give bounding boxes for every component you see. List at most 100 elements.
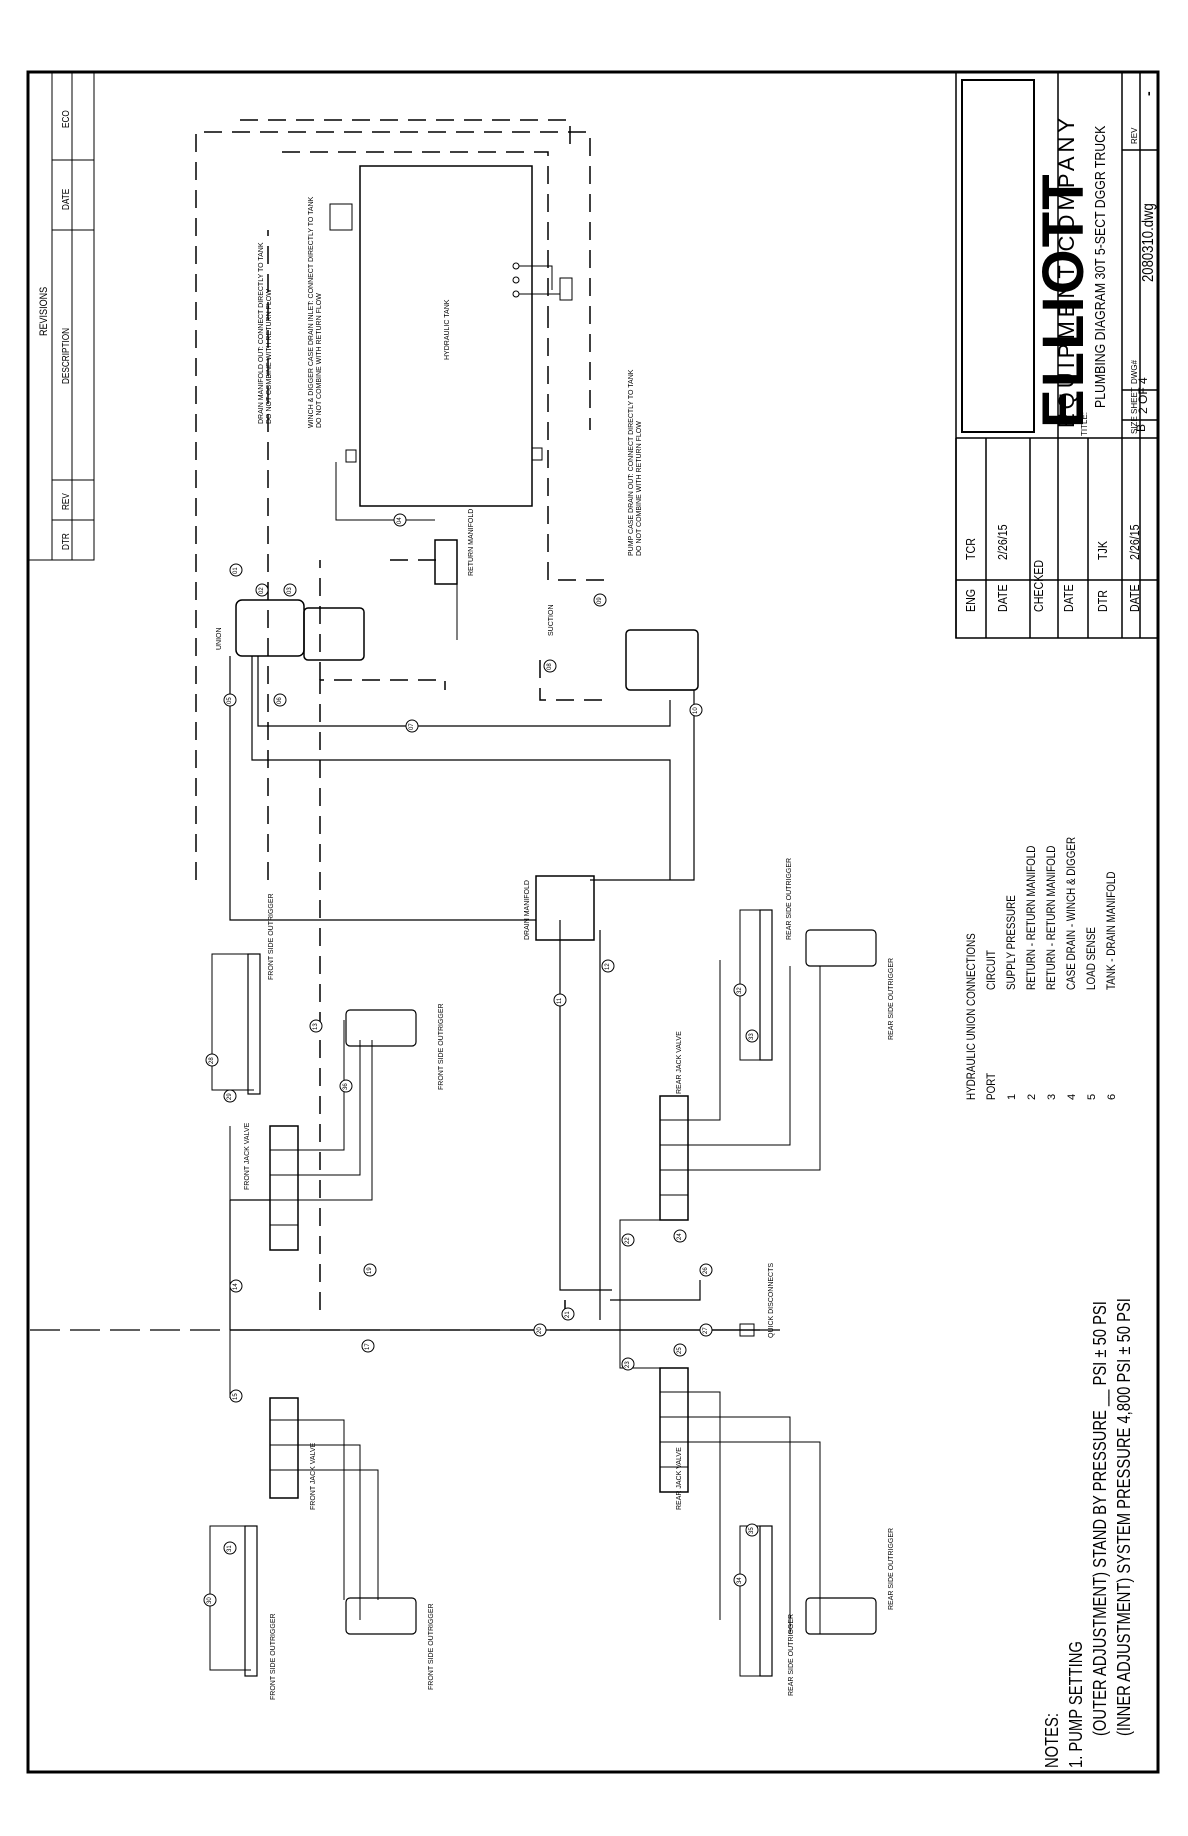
eng-date-value-text: 2/26/15: [995, 524, 1010, 560]
connection-port-text: 1: [1006, 1093, 1018, 1100]
hydraulic-pump: [625, 629, 699, 691]
eng-value-text: TCR: [963, 538, 978, 560]
hose-number: 33: [749, 1033, 755, 1040]
hose-number: 08: [547, 663, 553, 670]
checked-label: CHECKED: [1030, 548, 1048, 612]
dwg-label-text: DWG#: [1130, 360, 1139, 384]
front-outrigger-label-upper: FRONT SIDE OUTRIGGER: [260, 893, 278, 980]
dwg-label: DWG#: [1124, 360, 1142, 384]
connection-row-5-port: 5: [1082, 1094, 1100, 1100]
notes-line-2: (OUTER ADJUSTMENT) STAND BY PRESSURE __ …: [1090, 1206, 1111, 1736]
connections-circuit-header-text: CIRCUIT: [984, 950, 998, 990]
notes-title: NOTES:: [1042, 1701, 1063, 1768]
front-outrigger-label-lower: FRONT SIDE OUTRIGGER: [420, 1603, 438, 1690]
connection-row-3-circuit: RETURN - RETURN MANIFOLD: [1042, 814, 1060, 990]
rev-col-dtr-text: DTR: [61, 533, 72, 550]
rev-col-description: DESCRIPTION: [56, 316, 74, 384]
rear-outrigger-label-text: REAR SIDE OUTRIGGER: [888, 957, 895, 1040]
connection-circuit-text: LOAD SENSE: [1084, 927, 1098, 990]
winch-note-2: DO NOT COMBINE WITH RETURN FLOW: [308, 293, 326, 428]
rear-jack-valve-lower: [659, 1367, 689, 1493]
quick-disconnect: [739, 1323, 755, 1337]
connection-circuit-text: RETURN - RETURN MANIFOLD: [1044, 845, 1058, 990]
front-jack-valve-label-upper: FRONT JACK VALVE: [236, 1123, 254, 1190]
connection-row-4-port: 4: [1062, 1094, 1080, 1100]
notes-line-1: 1. PUMP SETTING: [1066, 1613, 1087, 1768]
tank-label: HYDRAULIC TANK: [436, 300, 454, 360]
rev-col-rev-text: REV: [61, 493, 72, 510]
drain-manifold-label: DRAIN MANIFOLD: [516, 880, 534, 940]
pump-note-2-text: DO NOT COMBINE WITH RETURN FLOW: [636, 421, 643, 556]
hose-number: 32: [737, 987, 743, 994]
drain-note-2: DO NOT COMBINE WITH RETURN FLOW: [258, 289, 276, 424]
hose-number: 11: [557, 997, 563, 1004]
hose-number: 06: [277, 697, 283, 704]
company-subtitle-text: EQUIPMENT COMPANY: [1054, 113, 1079, 428]
connections-title-text: HYDRAULIC UNION CONNECTIONS: [964, 933, 978, 1100]
rear-outrigger-label-lowest: REAR SIDE OUTRIGGER: [780, 1614, 798, 1696]
front-jack-valve-upper: [269, 1125, 299, 1251]
hose-number: 02: [259, 587, 265, 594]
eng-date-label: DATE: [994, 578, 1012, 612]
dtr-date-label-text: DATE: [1127, 584, 1142, 612]
hose-number: 07: [409, 723, 415, 730]
front-jack-valve-label-text: FRONT JACK VALVE: [310, 1442, 317, 1510]
rear-jack-valve-upper: [659, 1095, 689, 1221]
rear-jack-valve-label-text: REAR JACK VALVE: [676, 1031, 683, 1094]
hose-number: 29: [227, 1093, 233, 1100]
hose-number: 03: [287, 587, 293, 594]
front-outrigger-label-text: FRONT SIDE OUTRIGGER: [428, 1603, 435, 1690]
hose-number: 27: [703, 1327, 709, 1334]
checked-label-text: CHECKED: [1031, 559, 1046, 612]
front-jack-valve-lower: [269, 1397, 299, 1499]
connection-port-text: 5: [1086, 1093, 1098, 1100]
hose-number: 25: [677, 1347, 683, 1354]
checked-date-label-text: DATE: [1061, 584, 1076, 612]
drain-manifold-label-text: DRAIN MANIFOLD: [524, 880, 531, 940]
winch-note-2-text: DO NOT COMBINE WITH RETURN FLOW: [316, 293, 323, 428]
hose-number: 22: [625, 1237, 631, 1244]
drain-note-2-text: DO NOT COMBINE WITH RETURN FLOW: [266, 289, 273, 424]
hose-number: 26: [703, 1267, 709, 1274]
rear-jack-valve-label-text: REAR JACK VALVE: [676, 1447, 683, 1510]
rev-col-eco-text: ECO: [61, 110, 72, 128]
revisions-title-text: REVISIONS: [38, 286, 50, 336]
title-label-text: TITLE:: [1080, 411, 1089, 436]
hose-number: 23: [625, 1361, 631, 1368]
size-value-text: B: [1134, 423, 1148, 432]
front-outrigger-label-text: FRONT SIDE OUTRIGGER: [268, 893, 275, 980]
rev-col-dtr: DTR: [56, 529, 74, 550]
union-label: UNION: [208, 627, 226, 650]
hose-number: 24: [677, 1233, 683, 1240]
connection-circuit-text: CASE DRAIN - WINCH & DIGGER: [1064, 836, 1078, 990]
eng-date-value: 2/26/15: [994, 517, 1012, 560]
connection-circuit-text: RETURN - RETURN MANIFOLD: [1024, 845, 1038, 990]
hose-number: 01: [233, 567, 239, 574]
connection-port-text: 3: [1046, 1093, 1058, 1100]
title-block: [955, 71, 1159, 639]
revisions-title: REVISIONS: [34, 276, 52, 336]
hose-number: 30: [207, 1597, 213, 1604]
dtr-label-text: DTR: [1095, 590, 1110, 612]
front-jack-valve-label-lower: FRONT JACK VALVE: [302, 1443, 320, 1510]
hose-number: 21: [565, 1311, 571, 1318]
company-subtitle: EQUIPMENT COMPANY: [1054, 114, 1080, 428]
drawing-title: PLUMBING DIAGRAM 30T 5-SECT DGGR TRUCK: [1092, 64, 1110, 408]
hose-number: 36: [343, 1083, 349, 1090]
dtr-label: DTR: [1094, 585, 1112, 612]
drain-manifold: [535, 875, 595, 941]
rear-outrigger-label-upper: REAR SIDE OUTRIGGER: [778, 858, 796, 940]
rev-value-text: -: [1140, 91, 1156, 96]
connection-row-6-port: 6: [1102, 1094, 1120, 1100]
connection-row-6-circuit: TANK - DRAIN MANIFOLD: [1102, 846, 1120, 990]
checked-date-label: DATE: [1060, 578, 1078, 612]
eng-value: TCR: [962, 533, 980, 560]
hose-number: 31: [227, 1545, 233, 1552]
rev-col-date-text: DATE: [61, 188, 72, 210]
connection-row-5-circuit: LOAD SENSE: [1082, 913, 1100, 990]
rear-outrigger-label-text: REAR SIDE OUTRIGGER: [888, 1527, 895, 1610]
connection-port-text: 2: [1026, 1093, 1038, 1100]
suction-label-text: SUCTION: [548, 604, 555, 637]
suction-label: SUCTION: [540, 605, 558, 637]
rear-jack-valve-label-lower: REAR JACK VALVE: [668, 1447, 686, 1510]
